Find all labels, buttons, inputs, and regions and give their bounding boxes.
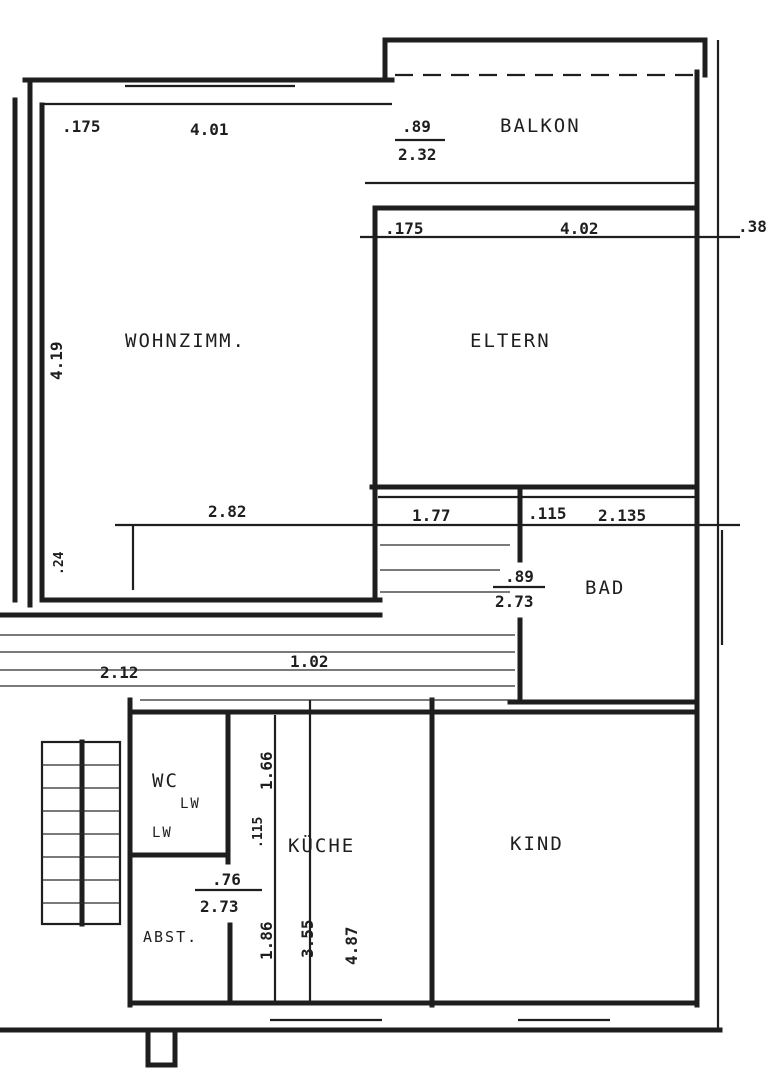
dim-kueche-depth: 4.87 [342, 926, 361, 965]
dim-bad-width: 2.135 [598, 506, 646, 525]
dim-abst-door-bottom: 2.73 [200, 897, 239, 916]
left-stair [40, 739, 122, 927]
dim-outer-wall: .38 [738, 217, 767, 236]
dim-hall-left: 2.12 [100, 663, 139, 682]
room-wohnzimmer: WOHNZIMM. [125, 330, 246, 352]
room-kueche: KÜCHE [288, 834, 355, 857]
room-labels: BALKON WOHNZIMM. ELTERN BAD WC LW LW KÜC… [125, 115, 625, 946]
dim-wohn-depth: 4.19 [47, 341, 66, 380]
room-balkon: BALKON [500, 115, 581, 137]
dim-abst-height: 1.86 [257, 921, 276, 960]
dim-wohn-width: 4.01 [190, 120, 229, 139]
room-bad: BAD [585, 577, 625, 599]
dim-bad-door-bottom: 2.73 [495, 592, 534, 611]
dim-bad-wall: .115 [528, 504, 567, 523]
balcony-railing [382, 37, 708, 78]
dim-wohn-side: .24 [52, 551, 67, 575]
room-lw-1: LW [180, 796, 201, 812]
dimension-labels: 4.01 .175 .89 2.32 .175 4.02 .38 4.19 2.… [47, 117, 767, 965]
dim-door-bottom: 2.32 [398, 145, 437, 164]
walls [0, 37, 740, 1068]
entrance-step [145, 1027, 178, 1068]
dim-abst-door-top: .76 [212, 870, 241, 889]
dim-wc-height: 1.66 [257, 751, 276, 790]
room-abst: ABST. [143, 928, 198, 946]
dim-bad-door-top: .89 [505, 567, 534, 586]
dim-kueche-width: 3.55 [298, 919, 317, 958]
room-wc: WC [152, 770, 179, 792]
dim-wohn-lower: 2.82 [208, 502, 247, 521]
room-eltern: ELTERN [470, 330, 551, 352]
dim-eltern-width: 4.02 [560, 219, 599, 238]
dim-wc-wall: .115 [251, 817, 266, 848]
dim-hall-width: 1.02 [290, 652, 329, 671]
dim-door-top: .89 [402, 117, 431, 136]
staircase [0, 544, 515, 701]
dim-eltern-wall: .175 [385, 219, 424, 238]
room-kind: KIND [510, 833, 564, 855]
dim-corr-width: 1.77 [412, 506, 451, 525]
dim-wohn-wall: .175 [62, 117, 101, 136]
room-lw-2: LW [152, 825, 173, 841]
